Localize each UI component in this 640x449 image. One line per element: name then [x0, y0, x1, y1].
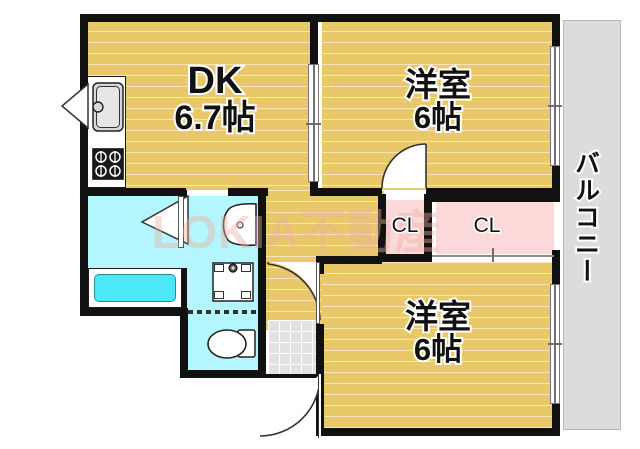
wall-toilet-bottom	[180, 370, 266, 378]
kitchen-sink-icon	[92, 82, 124, 132]
closet-label-1: CL	[390, 213, 420, 238]
closet-label-2: CL	[472, 213, 502, 238]
wall-closet1-left	[378, 194, 386, 260]
room-label-washitsu2-size: 6帖	[412, 331, 464, 367]
wall-dk-bedroom1-partition-top	[310, 14, 318, 64]
closet-2-door-center-mark	[492, 248, 494, 262]
wall-dk-bottom	[80, 188, 186, 196]
toilet-door-line[interactable]	[188, 310, 258, 314]
wall-exterior-top	[80, 14, 560, 22]
washing-machine-pan-icon	[212, 262, 254, 302]
wall-toilet-right	[258, 314, 266, 378]
hallway-floor-upper	[264, 190, 384, 262]
room-label-washitsu2: 洋室 6帖	[378, 298, 498, 367]
bath-folding-door[interactable]	[140, 194, 189, 248]
bedroom1-door-swing[interactable]	[381, 143, 430, 192]
service-door-icon[interactable]	[60, 82, 90, 130]
washbasin-icon	[222, 202, 257, 247]
room-label-washitsu1-name: 洋室	[403, 66, 473, 103]
wall-exterior-right-mid	[552, 166, 560, 198]
room-label-washitsu1: 洋室 6帖	[378, 66, 498, 135]
wall-bedroom2-bottom	[316, 428, 560, 436]
wall-toilet-left	[180, 314, 188, 378]
balcony-label: バルコニー	[570, 148, 602, 287]
room-label-washitsu2-name: 洋室	[403, 298, 473, 335]
wall-exterior-right-bottom	[552, 404, 560, 436]
wall-exterior-right-top	[552, 14, 560, 46]
wall-closet1-bottom	[378, 254, 432, 262]
entrance-door-panel[interactable]	[318, 374, 321, 438]
wall-exterior-right-mid2	[552, 250, 560, 284]
bath-door-frame	[178, 196, 184, 248]
entrance-tiles	[268, 320, 320, 374]
wall-closet1-right	[424, 194, 432, 260]
toilet-icon	[207, 329, 256, 359]
wall-bathroom-bottom	[80, 308, 188, 316]
sliding-door-dk-bedroom1-center-mark	[306, 123, 321, 125]
wall-entrance-bottom	[264, 374, 320, 378]
balcony-window-bottom-rail	[554, 284, 556, 404]
wall-bedroom1-bottom-left	[310, 188, 382, 196]
room-label-dk-size: 6.7帖	[172, 98, 257, 137]
wall-bedroom2-top-stub	[316, 256, 382, 264]
wall-bath-washroom-partition-lower	[180, 268, 187, 316]
wall-bathroom-left	[80, 190, 88, 316]
wall-dk-bottom-right	[228, 188, 268, 196]
room-washitsu1-floor	[322, 20, 554, 190]
bedroom2-door-panel[interactable]	[316, 262, 320, 324]
balcony-area	[563, 20, 621, 430]
bedroom2-door-swing[interactable]	[267, 262, 321, 324]
room-label-dk: DK 6.7帖	[140, 60, 290, 137]
room-label-washitsu1-size: 6帖	[412, 99, 464, 135]
wall-bedroom1-bottom-right	[426, 188, 560, 196]
wall-closet2-top	[430, 194, 560, 202]
wall-washroom-right	[258, 190, 266, 314]
bathtub-icon	[94, 274, 176, 302]
closet-2-floor	[436, 200, 554, 254]
gas-stove-icon	[92, 148, 124, 180]
closet-1-floor	[384, 200, 426, 254]
room-washitsu2-floor	[322, 262, 554, 430]
balcony-window-top-rail	[554, 46, 556, 166]
room-label-dk-name: DK	[186, 60, 245, 102]
